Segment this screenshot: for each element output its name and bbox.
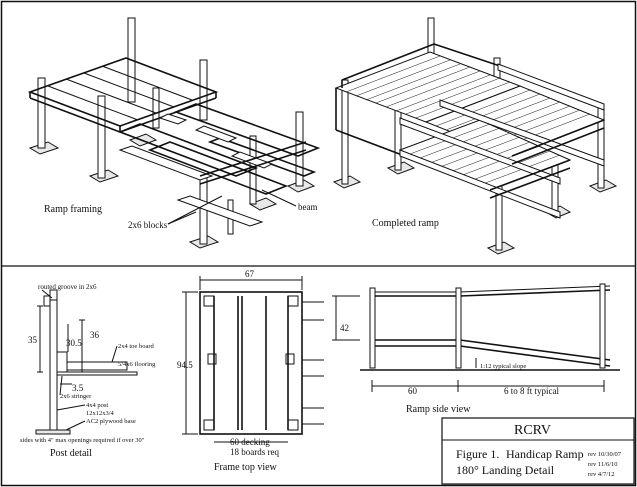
sides-note: sides with 4" max openings required if o…: [20, 437, 145, 444]
post-detail-caption: Post detail: [50, 448, 92, 459]
ramp-side-view: 42 1:12 typical slope 60 6 to 8 ft typic…: [332, 283, 620, 415]
post-detail-view: routed groove in 2x6 35 30.5 36 2x4 toe …: [20, 283, 156, 459]
rev-3: rev 4/7/12: [588, 471, 615, 478]
beam-callout: beam: [298, 202, 318, 212]
dim-42: 42: [340, 323, 349, 333]
dim-3-5: 3.5: [72, 383, 84, 393]
flooring-label: 5/4x6 flooring: [118, 361, 156, 368]
figure-label: Figure 1.: [456, 447, 499, 461]
title-line-1: Handicap Ramp: [506, 447, 584, 461]
frame-top-view: 67 94.5 60 decking 18 boards req Frame t…: [177, 269, 324, 473]
dim-94-5: 94.5: [177, 360, 193, 370]
base-material-label: AC2 plywood base: [86, 418, 136, 425]
completed-ramp-caption: Completed ramp: [372, 218, 439, 229]
dim-60: 60: [408, 386, 418, 396]
stringer-label: 2x6 stringer: [60, 393, 92, 400]
ramp-framing-caption: Ramp framing: [44, 204, 102, 215]
dim-67: 67: [245, 269, 255, 279]
ramp-side-view-caption: Ramp side view: [406, 404, 471, 415]
dim-35: 35: [28, 335, 38, 345]
post-label: 4x4 post: [86, 402, 108, 409]
base-size-label: 12x12x3/4: [86, 410, 115, 417]
blocks-callout: 2x6 blocks: [128, 220, 168, 230]
frame-top-view-caption: Frame top view: [214, 462, 278, 473]
groove-note: routed groove in 2x6: [38, 283, 97, 291]
ramp-framing-view: Ramp framing 2x6 blocks beam: [27, 17, 321, 249]
dim-36: 36: [90, 330, 100, 340]
decking-label: 60 decking: [230, 437, 270, 447]
completed-ramp-view: Completed ramp: [332, 17, 618, 255]
boards-label: 18 boards req: [230, 447, 279, 457]
org-name: RCRV: [514, 423, 551, 438]
span-label: 6 to 8 ft typical: [504, 386, 559, 396]
dim-30-5: 30.5: [66, 338, 82, 348]
title-line-2: 180° Landing Detail: [456, 463, 555, 477]
slope-label: 1:12 typical slope: [480, 363, 526, 370]
rev-1: rev 10/30/07: [588, 451, 622, 458]
title-block: RCRV Figure 1. Handicap Ramp 180° Landin…: [441, 417, 635, 485]
rev-2: rev 11/6/10: [588, 461, 618, 468]
toe-board-label: 2x4 toe board: [118, 343, 154, 350]
